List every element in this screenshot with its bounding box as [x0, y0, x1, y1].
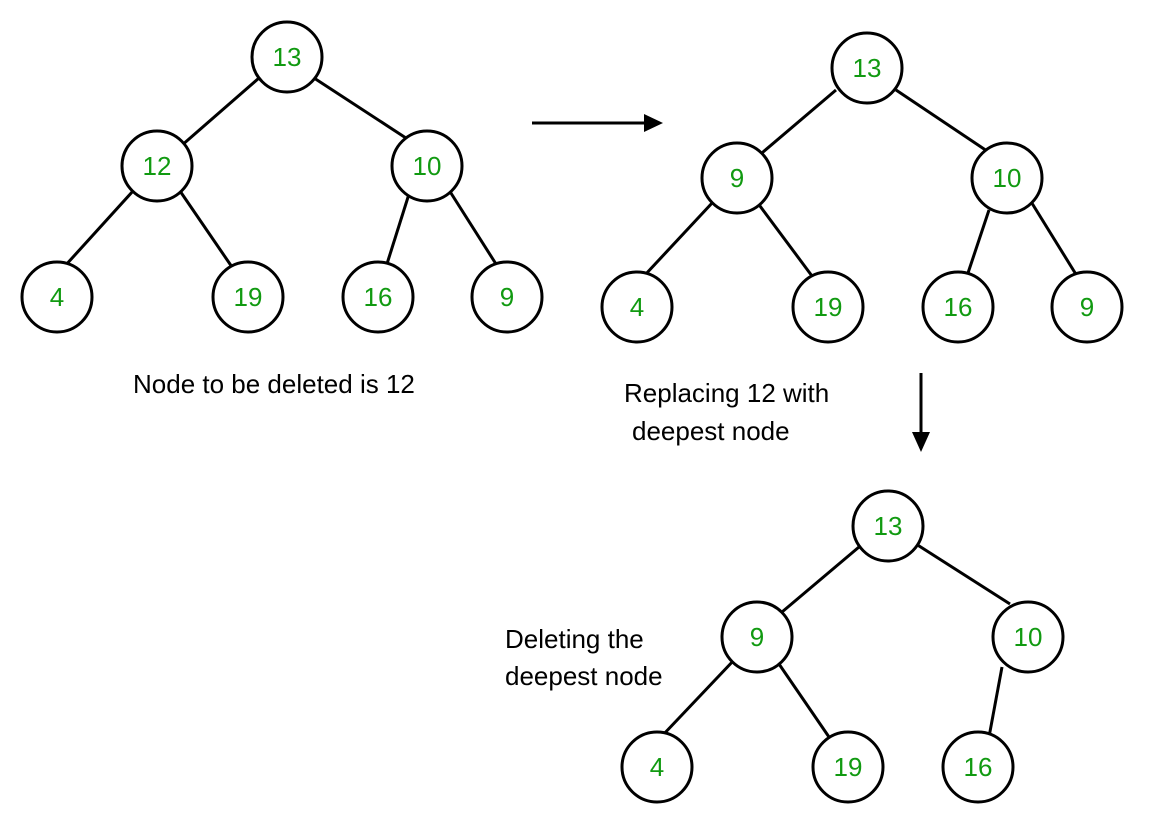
tree-edges	[659, 542, 1011, 739]
edge	[781, 545, 860, 614]
tree-node: 4	[20, 260, 94, 334]
tree-edges	[62, 76, 498, 269]
edge	[1028, 199, 1079, 277]
caption-line: deepest node	[632, 416, 790, 446]
edge	[642, 200, 715, 278]
edge	[755, 201, 814, 277]
node-value: 16	[364, 282, 393, 312]
node-value: 13	[273, 42, 302, 72]
node-value: 9	[750, 622, 764, 652]
tree-node: 16	[341, 260, 415, 334]
edge	[62, 189, 135, 269]
tree-node: 10	[390, 129, 464, 203]
node-value: 9	[1080, 292, 1094, 322]
caption-line: Replacing 12 with	[624, 378, 829, 408]
edge	[178, 190, 234, 268]
node-value: 19	[234, 282, 263, 312]
node-value: 19	[814, 292, 843, 322]
edge	[447, 189, 498, 265]
caption-line: deepest node	[505, 661, 663, 691]
arrow-down	[912, 373, 930, 452]
arrow-right	[532, 114, 663, 132]
node-value: 10	[1014, 622, 1043, 652]
edge	[180, 76, 260, 148]
tree-node: 16	[941, 730, 1015, 804]
node-value: 4	[650, 752, 664, 782]
caption-line: Node to be deleted is 12	[133, 369, 415, 399]
edge	[755, 88, 837, 160]
node-value: 4	[630, 292, 644, 322]
tree-node: 19	[211, 260, 285, 334]
node-value: 10	[413, 151, 442, 181]
node-value: 13	[874, 511, 903, 541]
edge	[895, 88, 994, 157]
edge	[915, 542, 1011, 606]
tree-node: 10	[991, 600, 1065, 674]
tree-node: 16	[921, 270, 995, 344]
edge	[659, 657, 737, 739]
tree-node: 4	[620, 730, 694, 804]
tree-edges	[642, 88, 1079, 278]
tree-node: 13	[250, 20, 324, 94]
tree-node: 12	[120, 129, 194, 203]
node-value: 9	[500, 282, 514, 312]
tree-node: 9	[720, 600, 794, 674]
node-value: 16	[944, 292, 973, 322]
caption-line: Deleting the	[505, 624, 644, 654]
edge	[987, 666, 1004, 738]
tree-after-deletion: 13 9 10 4 19 16 Deleting the deepest nod…	[505, 489, 1065, 804]
tree-after-replacement: 13 9 10 4 19 16 9 Replacing 12 with deep…	[600, 31, 1124, 446]
edge	[313, 76, 410, 142]
tree-node: 10	[970, 141, 1044, 215]
tree-node: 13	[830, 31, 904, 105]
tree-node: 19	[811, 730, 885, 804]
edge	[777, 663, 831, 738]
tree-node: 4	[600, 270, 674, 344]
tree-node: 9	[1050, 270, 1124, 344]
tree-node: 13	[851, 489, 925, 563]
node-value: 9	[730, 163, 744, 193]
tree-node: 19	[791, 270, 865, 344]
node-value: 10	[993, 163, 1022, 193]
edge	[384, 193, 411, 268]
node-value: 12	[143, 151, 172, 181]
node-value: 13	[853, 53, 882, 83]
tree-node: 9	[470, 260, 544, 334]
node-value: 4	[50, 282, 64, 312]
tree-node: 9	[700, 141, 774, 215]
node-value: 16	[964, 752, 993, 782]
edge	[965, 209, 991, 277]
tree-before-deletion: 13 12 10 4 19 16 9 Node to be deleted is…	[20, 20, 544, 399]
node-value: 19	[834, 752, 863, 782]
